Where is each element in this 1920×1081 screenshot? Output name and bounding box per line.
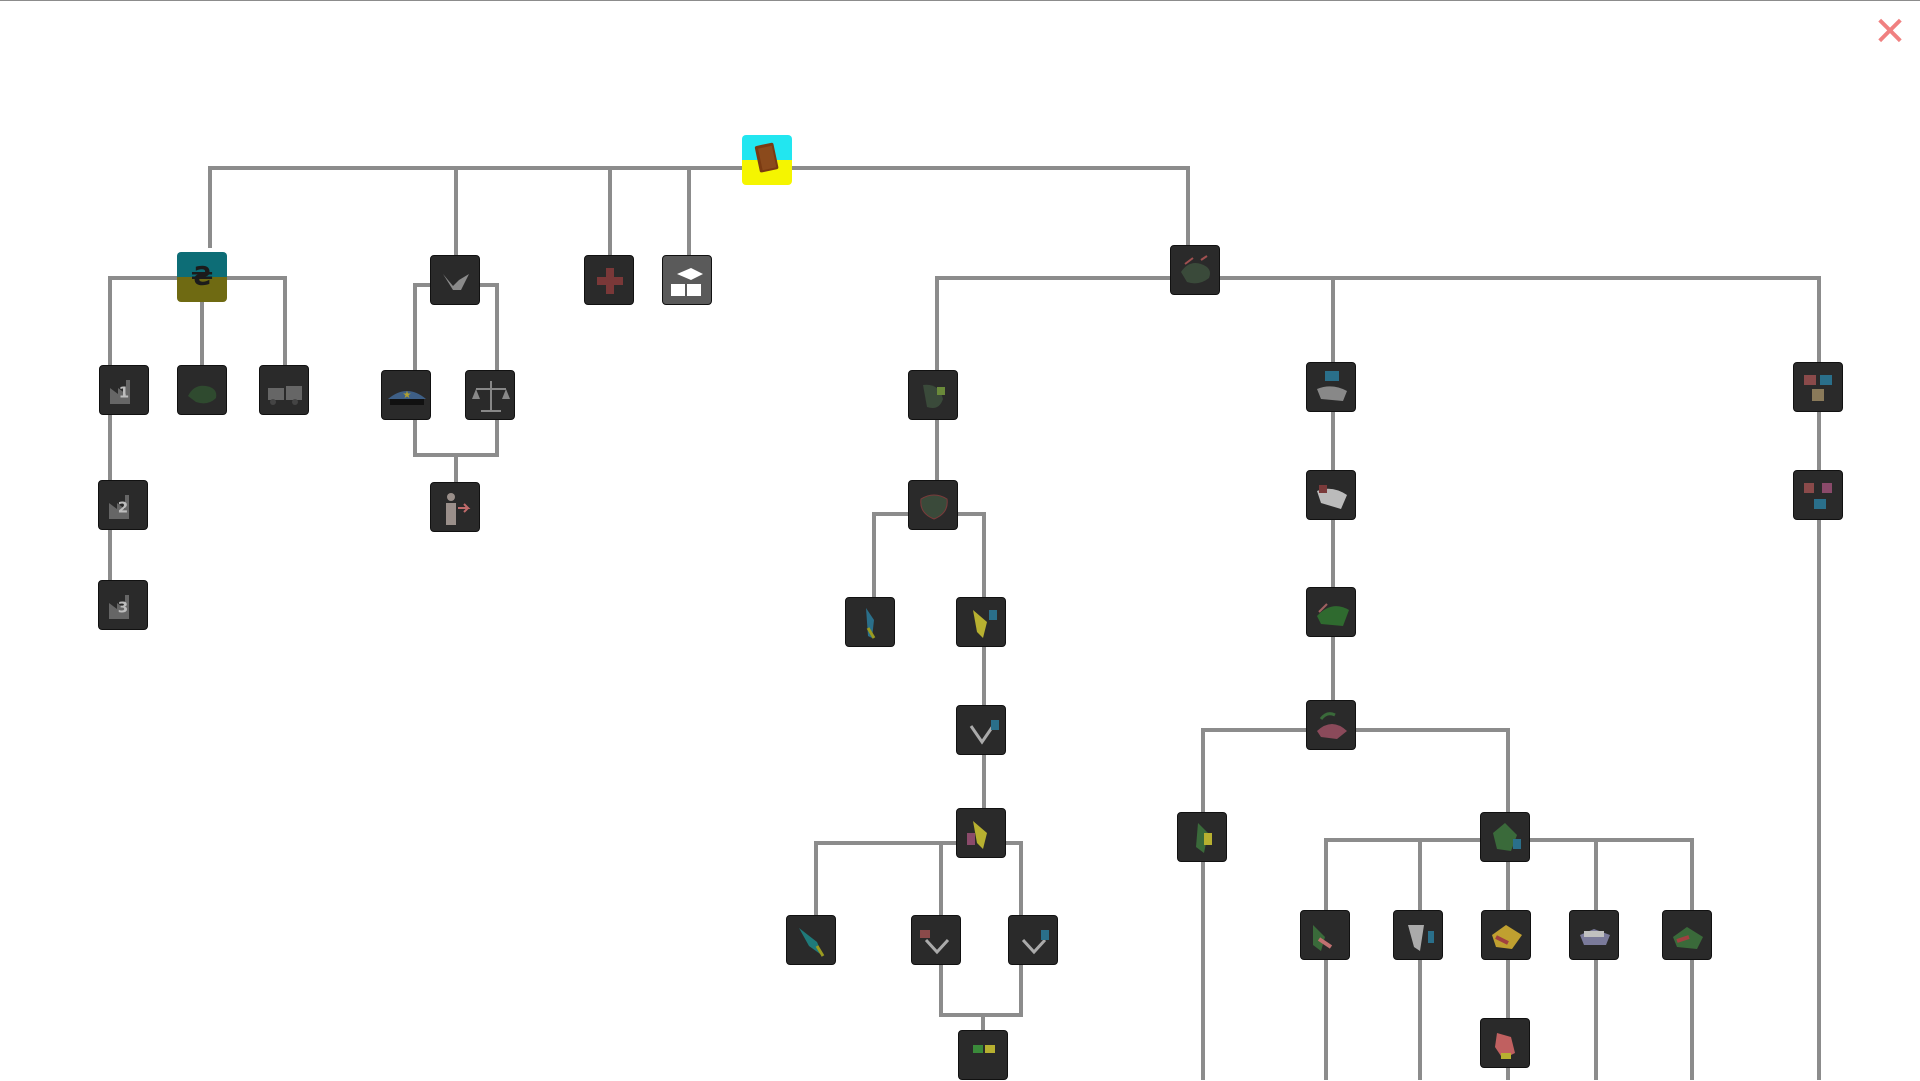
- territory-node-c1[interactable]: [1793, 362, 1843, 412]
- connector-root: [208, 166, 1190, 270]
- harvest-map-icon: [188, 385, 217, 404]
- territory-map-icon: [866, 608, 876, 639]
- territory-node-b12[interactable]: [1480, 1018, 1530, 1068]
- territory-node-b6[interactable]: [1480, 812, 1530, 862]
- territory-map-icon: [1196, 823, 1212, 853]
- territory-node-b5[interactable]: [1177, 812, 1227, 862]
- territory-map-icon: [799, 928, 825, 957]
- territory-node-a5[interactable]: [956, 705, 1006, 755]
- territory-node-a2[interactable]: [908, 480, 958, 530]
- territory-node-b4[interactable]: [1306, 700, 1356, 750]
- territory-node-a7[interactable]: [786, 915, 836, 965]
- territory-map-icon: [1317, 485, 1347, 509]
- territory-node-b8[interactable]: [1393, 910, 1443, 960]
- transport-node[interactable]: [259, 365, 309, 415]
- emigration-node[interactable]: [430, 482, 480, 532]
- territory-map-icon: [1317, 712, 1347, 739]
- level-label: 1: [118, 383, 130, 402]
- territory-map-icon: [920, 494, 948, 520]
- agriculture-node[interactable]: [177, 365, 227, 415]
- education-node[interactable]: [662, 255, 712, 305]
- person-leaving-icon: [446, 493, 471, 525]
- justice-node[interactable]: [465, 370, 515, 420]
- territory-map-icon: [1313, 925, 1333, 951]
- territory-map-icon: [1317, 603, 1349, 626]
- hryvnia-currency-icon: ₴: [191, 262, 213, 292]
- territory-map-icon: [1493, 823, 1521, 851]
- territory-node-b3[interactable]: [1306, 587, 1356, 637]
- svg-text:★: ★: [403, 390, 412, 401]
- territory-map-icon: [1408, 925, 1434, 951]
- connector-left-split2: [814, 841, 1023, 930]
- territory-node-a3[interactable]: [845, 597, 895, 647]
- territory-map-icon: [973, 610, 997, 638]
- territory-map-icon: [1492, 925, 1522, 949]
- train-icon: [268, 386, 302, 405]
- root-node[interactable]: [742, 135, 792, 185]
- healthcare-node[interactable]: [584, 255, 634, 305]
- level-label: 2: [117, 498, 129, 517]
- territory-map-icon: [1673, 927, 1703, 949]
- territory-node-b1[interactable]: [1306, 362, 1356, 412]
- territory-map-icon: [1804, 483, 1832, 509]
- factory-icon: [110, 380, 130, 404]
- industry-level-3-node[interactable]: 3: [98, 580, 148, 630]
- territory-node-a9[interactable]: [1008, 915, 1058, 965]
- territory-map-icon: [973, 1045, 995, 1053]
- territory-node-a1[interactable]: [908, 370, 958, 420]
- factory-icon: [109, 495, 129, 519]
- scales-icon: [472, 381, 510, 412]
- territory-node-b11[interactable]: [1662, 910, 1712, 960]
- territory-node-a6[interactable]: [956, 808, 1006, 858]
- red-cross-icon: [597, 268, 623, 294]
- economy-node[interactable]: ₴: [177, 252, 227, 302]
- svg-text:₴: ₴: [191, 262, 213, 292]
- close-icon[interactable]: ✕: [1873, 9, 1907, 55]
- level-label: 3: [117, 598, 129, 617]
- territory-map-icon: [969, 720, 999, 745]
- territory-node-a10[interactable]: [958, 1030, 1008, 1080]
- territory-map-icon: [967, 821, 987, 849]
- factory-icon: [109, 595, 129, 619]
- police-node[interactable]: ★: [381, 370, 431, 420]
- territory-map-icon: [1495, 1033, 1515, 1059]
- territory-map-icon: [923, 384, 945, 408]
- territory-node-b9[interactable]: [1481, 910, 1531, 960]
- territory-map-icon: [1021, 930, 1049, 955]
- territory-node[interactable]: [1170, 245, 1220, 295]
- top-border: [0, 0, 1920, 1]
- book-icon: [754, 142, 779, 173]
- graduation-book-icon: [671, 268, 703, 296]
- territory-node-b7[interactable]: [1300, 910, 1350, 960]
- territory-map-icon: [1580, 929, 1610, 945]
- territory-map-icon: [1317, 371, 1347, 401]
- industry-level-2-node[interactable]: 2: [98, 480, 148, 530]
- police-cap-icon: ★: [388, 390, 426, 405]
- diplomacy-node[interactable]: [430, 255, 480, 305]
- handshake-icon: [443, 274, 469, 290]
- territory-node-c2[interactable]: [1793, 470, 1843, 520]
- territory-node-b2[interactable]: [1306, 470, 1356, 520]
- industry-level-1-node[interactable]: 1: [99, 365, 149, 415]
- territory-node-b10[interactable]: [1569, 910, 1619, 960]
- territory-map-icon: [1804, 375, 1832, 401]
- connector-territory: [935, 276, 1821, 395]
- territory-node-a8[interactable]: [911, 915, 961, 965]
- territory-node-a4[interactable]: [956, 597, 1006, 647]
- territory-map-icon: [920, 930, 950, 955]
- territory-map-icon: [1181, 255, 1210, 284]
